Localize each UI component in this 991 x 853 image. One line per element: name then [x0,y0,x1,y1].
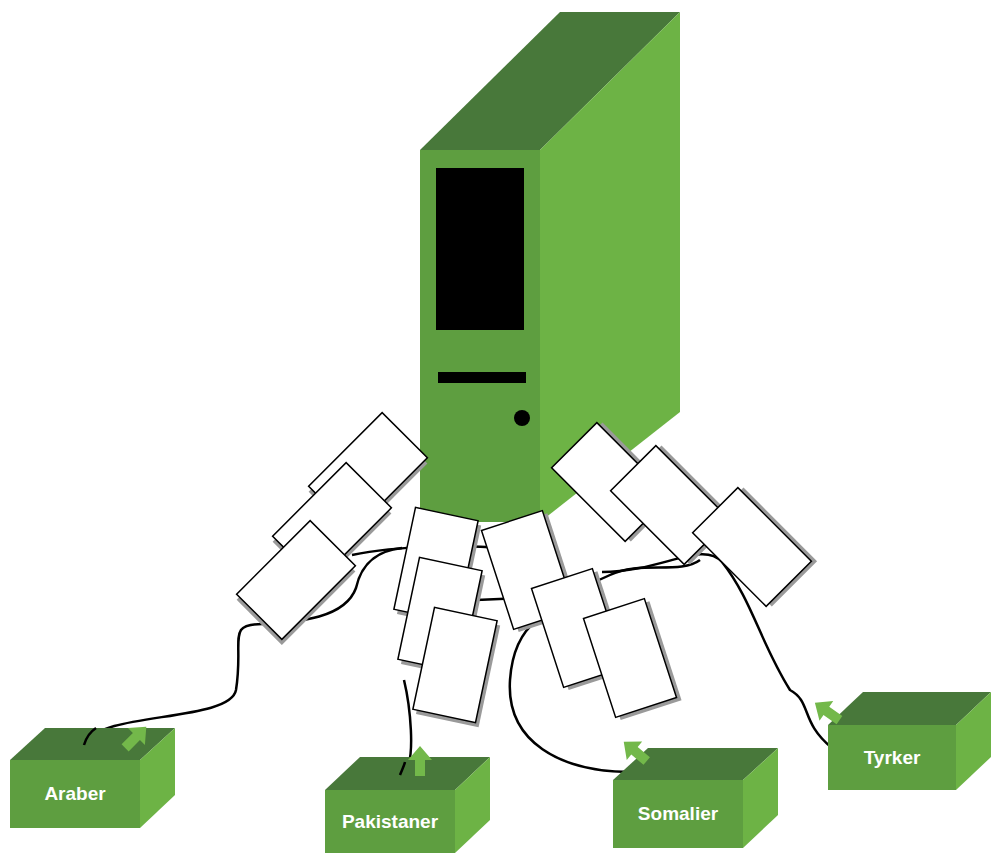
document-cards [234,413,817,728]
source-box: Tyrker [828,725,956,790]
box-label: Tyrker [864,747,921,769]
server-tower [420,12,680,522]
source-box-shapes [10,692,991,853]
box-label: Pakistaner [342,811,438,833]
upload-arrows [117,693,847,776]
source-box: Somalier [613,780,743,848]
wires [88,546,832,772]
source-box: Araber [10,760,140,828]
box-label: Somalier [638,803,718,825]
box-label: Araber [44,783,105,805]
source-box: Pakistaner [325,790,455,853]
